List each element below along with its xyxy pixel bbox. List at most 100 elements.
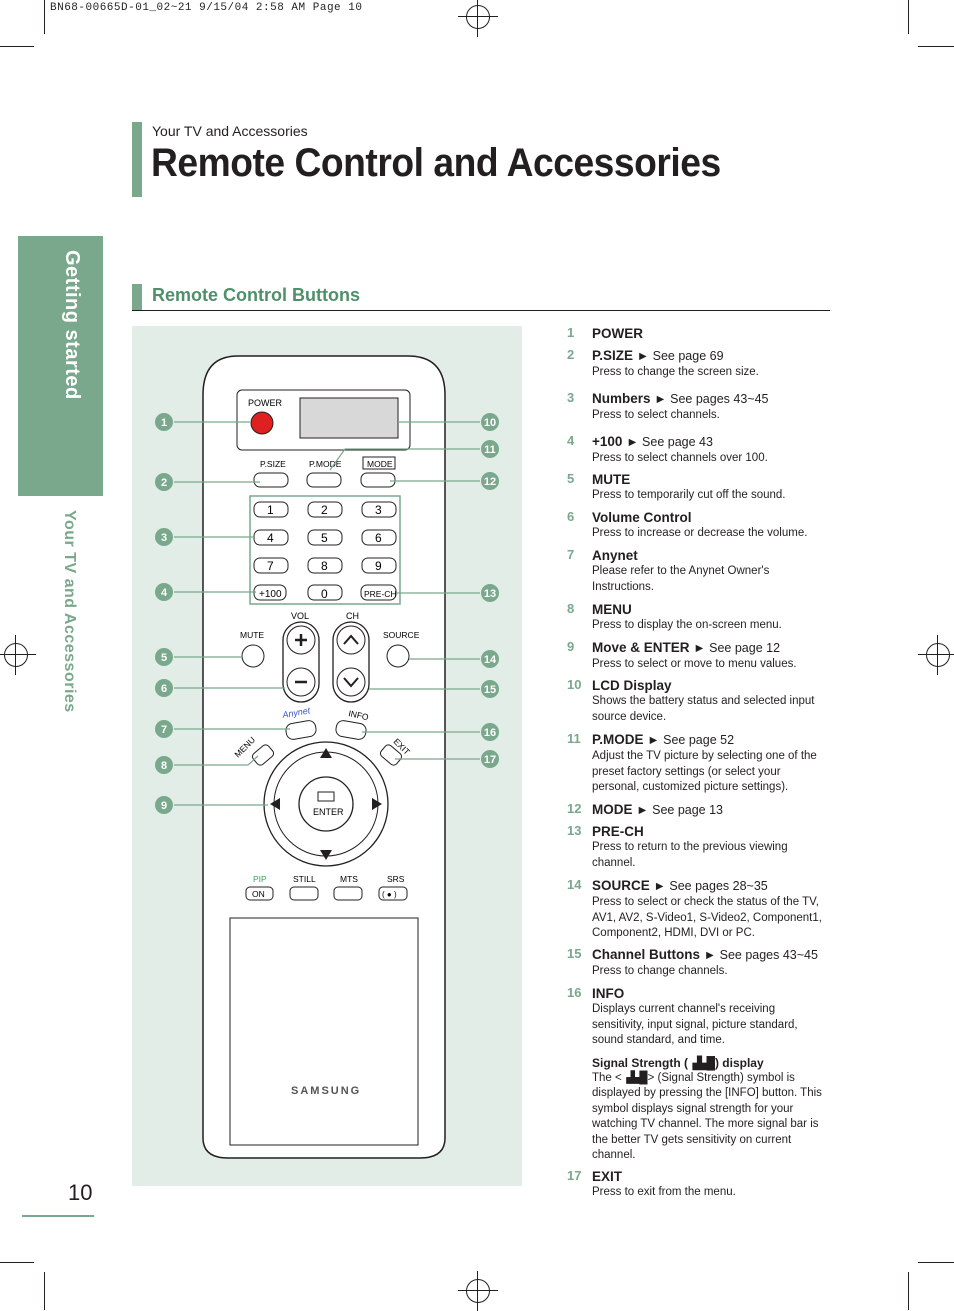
item-title-line: P.SIZE ► See page 69 [592, 347, 827, 365]
signal-text-pre: The < [592, 1071, 622, 1084]
crop-mark [44, 1272, 45, 1310]
section-title: Remote Control Buttons [152, 285, 360, 305]
callout-number: 16 [484, 727, 496, 739]
item-description: Shows the battery status and selected in… [592, 695, 815, 723]
callout-circle [481, 472, 499, 490]
item-name: Channel Buttons [592, 947, 700, 962]
digit-key [307, 557, 343, 574]
item-page-ref: ► See pages 28~35 [653, 879, 768, 893]
callout-number: 6 [161, 683, 167, 695]
callout-circle [155, 756, 173, 774]
item-number: 16 [567, 985, 582, 1000]
digit-label: 9 [375, 559, 382, 573]
item-name: Move & ENTER [592, 640, 690, 655]
registration-mark-icon [458, 1271, 498, 1311]
callout-number: 4 [161, 587, 168, 599]
digit-label: 3 [375, 503, 382, 517]
callout-circle [155, 648, 173, 666]
item-number: 4 [567, 433, 575, 448]
callout-number: 12 [484, 476, 496, 488]
signal-strength-heading: Signal Strength (▗▙█) display [592, 1055, 827, 1071]
item-number: 10 [567, 677, 582, 692]
item-description: Press to change the screen size. [592, 366, 759, 378]
section-accent-bar [132, 284, 142, 310]
digit-key [253, 557, 289, 574]
item-description: Adjust the TV picture by selecting one o… [592, 750, 817, 793]
mode-label: MODE [367, 459, 393, 469]
item-page-ref: ► See pages 43~45 [703, 948, 818, 962]
item-title-line: Volume Control [592, 509, 827, 526]
item-name: INFO [592, 986, 625, 1001]
description-item: 16 INFO Displays current channel's receivi… [567, 985, 827, 1164]
item-title-line: EXIT [592, 1168, 827, 1185]
print-slug: BN68-00665D-01_02~21 9/15/04 2:58 AM Pag… [50, 2, 363, 14]
item-page-ref: ► See page 12 [693, 641, 781, 655]
callout-number: 10 [484, 417, 496, 429]
item-title-line: MODE ► See page 13 [592, 801, 827, 819]
item-description: Please refer to the Anynet Owner's Instr… [592, 565, 770, 593]
digit-key [307, 529, 343, 546]
item-number: 9 [567, 639, 575, 654]
side-tab-active: Getting started [18, 236, 103, 496]
still-label: STILL [293, 874, 316, 884]
zero-label: 0 [321, 587, 328, 601]
item-title-line: +100 ► See page 43 [592, 433, 827, 451]
item-name: SOURCE [592, 878, 650, 893]
item-title-line: Numbers ► See pages 43~45 [592, 390, 827, 408]
item-number: 17 [567, 1168, 582, 1183]
registration-mark-icon [918, 635, 954, 675]
item-title-line: MUTE [592, 471, 827, 488]
item-number: 2 [567, 347, 575, 362]
side-tab-secondary: Your TV and Accessories [61, 510, 78, 713]
digit-key [307, 501, 343, 518]
item-number: 7 [567, 547, 575, 562]
callout-circle [155, 413, 173, 431]
digit-key [361, 529, 397, 546]
side-tab-label: Getting started [61, 250, 83, 400]
item-number: 11 [567, 731, 581, 746]
item-description: Press to select channels over 100. [592, 452, 768, 464]
item-description: Press to display the on-screen menu. [592, 619, 782, 631]
item-description: Displays current channel's receiving sen… [592, 1003, 798, 1046]
callout-circle [155, 720, 173, 738]
callout-circle [155, 583, 173, 601]
callout-circle [155, 679, 173, 697]
digit-label: 4 [267, 531, 274, 545]
callout-number: 14 [484, 654, 497, 666]
srs-label: SRS [387, 874, 405, 884]
registration-mark-icon [458, 0, 498, 37]
signal-bars-icon: ▗▙█ [621, 1071, 648, 1084]
signal-heading-post: ) display [714, 1055, 764, 1070]
item-number: 13 [567, 823, 582, 838]
ch-label: CH [346, 611, 359, 621]
crop-mark [908, 1272, 909, 1310]
item-title-line: Channel Buttons ► See pages 43~45 [592, 946, 827, 964]
item-name: MENU [592, 602, 632, 617]
item-name: PRE-CH [592, 824, 644, 839]
callout-circle [481, 440, 499, 458]
item-name: Anynet [592, 548, 638, 563]
mute-label: MUTE [240, 630, 264, 640]
callout-number: 8 [161, 760, 167, 772]
callout-circle [481, 723, 499, 741]
item-name: MODE [592, 802, 633, 817]
pip-label: PIP [253, 874, 267, 884]
item-title-line: PRE-CH [592, 823, 827, 840]
psize-label: P.SIZE [260, 459, 286, 469]
item-number: 6 [567, 509, 575, 524]
callout-circle [155, 796, 173, 814]
callout-number: 9 [161, 800, 167, 812]
